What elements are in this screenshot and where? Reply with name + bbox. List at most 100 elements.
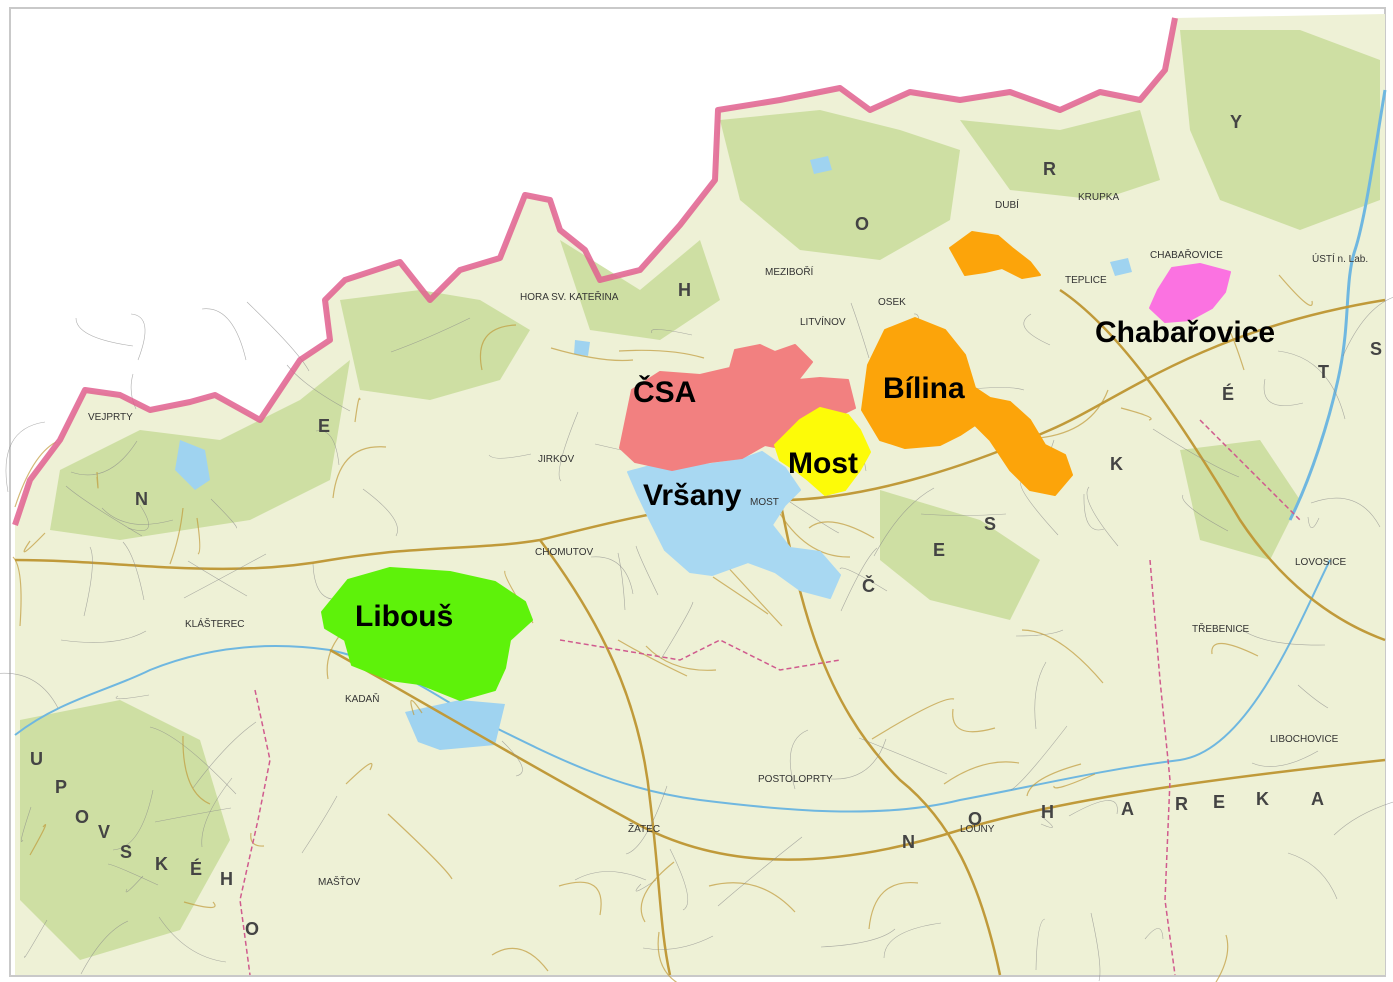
town-klasterec: KLÁŠTEREC xyxy=(185,617,244,630)
road-minor xyxy=(1277,350,1346,420)
road-minor xyxy=(149,726,237,795)
road-minor xyxy=(1263,378,1304,406)
road-minor xyxy=(669,848,689,911)
road-minor xyxy=(1287,852,1338,900)
road-minor xyxy=(1010,725,1068,791)
road-minor xyxy=(1297,684,1329,709)
road-minor xyxy=(590,556,634,595)
road-minor xyxy=(491,947,549,972)
road-minor xyxy=(192,721,257,789)
forest-patch xyxy=(1180,30,1380,230)
road-minor xyxy=(1251,750,1319,767)
road-minor xyxy=(1083,493,1105,531)
road-minor xyxy=(839,567,888,592)
road-minor xyxy=(387,813,453,880)
road-minor xyxy=(96,471,99,489)
road-minor xyxy=(169,507,184,565)
range-letter: A xyxy=(1121,799,1134,819)
mine-bilina-north xyxy=(949,231,1041,279)
road-minor xyxy=(60,630,147,643)
label-csa: ČSA xyxy=(633,375,696,409)
road-minor xyxy=(708,882,796,913)
road-minor xyxy=(390,317,471,353)
range-letter: N xyxy=(902,832,915,852)
road-minor xyxy=(115,694,150,700)
mine-most-area xyxy=(774,407,871,496)
reservoir-nechranice xyxy=(405,700,505,750)
town-mezibori: MEZIBOŘÍ xyxy=(765,265,814,278)
road-minor xyxy=(618,349,705,359)
label-chabarovice: Chabařovice xyxy=(1095,316,1275,349)
town-trebenice: TŘEBENICE xyxy=(1192,622,1250,635)
road-minor xyxy=(1086,486,1119,547)
road-minor xyxy=(840,547,878,612)
range-letter: Č xyxy=(862,575,875,596)
range-letter: O xyxy=(75,807,89,827)
road-minor xyxy=(1038,389,1109,439)
town-libochovice: LIBOCHOVICE xyxy=(1270,734,1339,745)
road-minor xyxy=(488,453,532,459)
town-mastov: MAŠŤOV xyxy=(318,875,361,888)
road-minor xyxy=(12,556,22,627)
road-minor xyxy=(830,738,887,780)
town-litvinov: LITVÍNOV xyxy=(800,315,846,328)
road-minor xyxy=(201,308,247,361)
road-minor xyxy=(1035,918,1046,971)
range-letter: S xyxy=(120,842,132,862)
road-minor xyxy=(868,881,919,930)
range-letter: E xyxy=(318,416,330,436)
town-labels: CHOMUTOV MOST TEPLICE ÚSTÍ n. Lab. KADAŇ… xyxy=(88,192,1368,888)
town-dubi: DUBÍ xyxy=(995,198,1019,211)
road-minor xyxy=(640,861,675,923)
road-minor xyxy=(183,901,216,909)
labe-river xyxy=(1288,89,1387,521)
town-vejprty: VEJPRTY xyxy=(88,412,133,423)
road-minor xyxy=(410,699,423,716)
road-minor xyxy=(65,485,143,537)
town-teplice: TEPLICE xyxy=(1065,275,1107,286)
range-letter: K xyxy=(1256,789,1269,809)
road-minor xyxy=(20,806,32,842)
road-minor xyxy=(201,777,233,848)
road-minor xyxy=(625,785,668,855)
road-minor xyxy=(1021,629,1104,684)
road-minor xyxy=(1090,912,1101,982)
road-minor xyxy=(660,601,694,660)
town-chomutov: CHOMUTOV xyxy=(535,547,593,558)
mine-vrsany-area xyxy=(627,451,841,599)
road-minor xyxy=(23,532,46,553)
forest-patch xyxy=(20,700,230,960)
road-minor xyxy=(80,920,129,975)
road-minor xyxy=(850,302,870,359)
road-minor xyxy=(315,430,340,466)
road-minor xyxy=(130,313,146,361)
road-minor xyxy=(1023,313,1051,346)
forest-patch xyxy=(340,290,530,400)
road-minor xyxy=(14,441,57,508)
road-minor xyxy=(1120,407,1152,421)
road-minor xyxy=(125,875,144,893)
town-chabarovice: CHABAŘOVICE xyxy=(1150,248,1223,261)
road-minor xyxy=(154,807,232,823)
road-minor xyxy=(1182,494,1229,532)
road-minor xyxy=(1152,428,1240,478)
road-minor xyxy=(1034,661,1047,730)
town-krupka: KRUPKA xyxy=(1078,192,1119,203)
road-minor xyxy=(1240,628,1326,646)
town-most: MOST xyxy=(750,497,779,508)
road-minor xyxy=(1333,801,1393,836)
road-minor xyxy=(0,672,59,709)
lake-chom xyxy=(574,340,590,356)
label-vrsany: Vršany xyxy=(643,479,742,512)
range-letter: S xyxy=(1370,339,1382,359)
range-letter: N xyxy=(135,489,148,509)
mine-libous-area xyxy=(321,567,533,701)
road-minor xyxy=(246,301,310,372)
town-hora-katerina: HORA SV. KATEŘINA xyxy=(520,290,619,303)
mine-chabarovice-area xyxy=(1149,263,1231,323)
lake-n xyxy=(810,156,832,174)
road-minor xyxy=(1053,773,1096,789)
road-minor xyxy=(635,545,659,596)
